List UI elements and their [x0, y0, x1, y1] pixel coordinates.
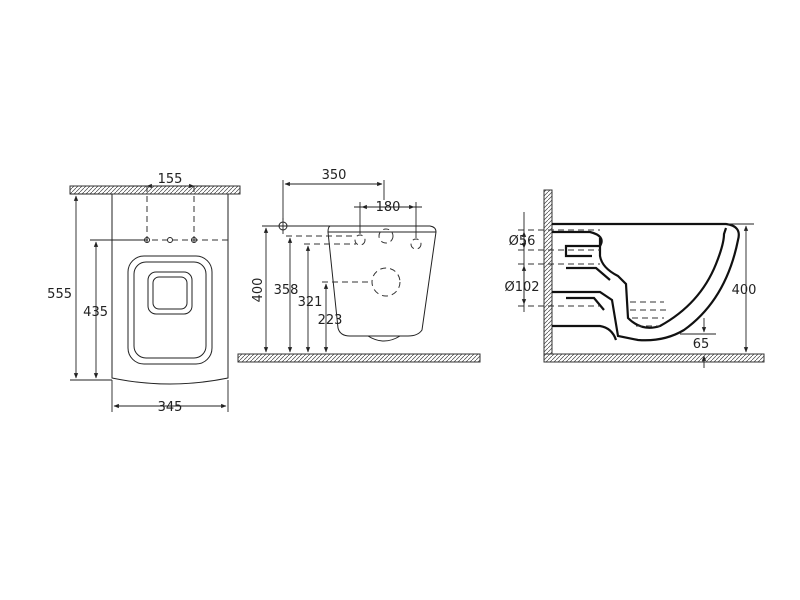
section-base [552, 324, 618, 341]
dim-65-label: 65 [693, 337, 710, 352]
front-outline [111, 194, 229, 385]
section-view: Ø56 Ø102 400 65 [504, 189, 765, 368]
dim-d102-label: Ø102 [504, 280, 539, 295]
dim-d56-label: Ø56 [509, 234, 536, 249]
front-lid-hinge [147, 271, 193, 315]
front-seat-inner [133, 261, 207, 359]
side-outline [327, 225, 437, 337]
section-spigot-lower [566, 296, 605, 311]
side-outlet-hole [371, 267, 401, 297]
side-bolt-hole-left [354, 234, 366, 246]
dim-321-label: 321 [298, 295, 323, 310]
section-floor-strip [543, 353, 765, 363]
dim-435-label: 435 [83, 305, 108, 320]
dim-555-label: 555 [47, 287, 72, 302]
dim-155-label: 155 [158, 172, 183, 187]
dim-400r-label: 400 [732, 283, 757, 298]
dim-180-label: 180 [376, 200, 401, 215]
dim-358-label: 358 [274, 283, 299, 298]
section-spigot-upper [566, 266, 611, 281]
dim-350-label: 350 [322, 168, 347, 183]
wall-top-strip [69, 185, 241, 195]
side-bolt-hole-right [410, 238, 422, 250]
side-bolt-hole-mid [378, 228, 394, 244]
front-lid-hinge-inner [152, 276, 188, 310]
section-rim [552, 230, 603, 258]
section-bowl-inner [598, 227, 728, 329]
dim-223-label: 223 [318, 313, 343, 328]
front-bolt-center [167, 237, 173, 243]
side-base-curve [367, 335, 401, 342]
front-seat-outer [127, 255, 213, 365]
section-bowl-outer [552, 222, 740, 342]
side-view: 350 180 400 358 321 223 [237, 168, 481, 363]
floor-strip [237, 353, 481, 363]
front-view: 155 555 435 345 [47, 172, 241, 415]
wall-strip [543, 189, 553, 357]
dim-400-label: 400 [251, 278, 266, 303]
dim-345-label: 345 [158, 400, 183, 415]
